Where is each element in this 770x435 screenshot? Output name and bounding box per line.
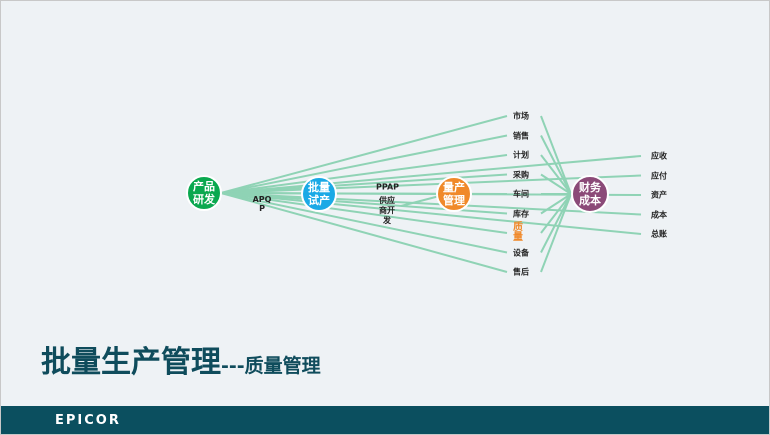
left-item: 库存 (513, 209, 529, 218)
connector-line (540, 193, 572, 273)
connector-line (220, 192, 642, 216)
connector-line (220, 192, 508, 254)
node-mass-production: 量产管理 (436, 176, 472, 212)
apqp-label: APQP (252, 195, 272, 213)
title-sub: ---质量管理 (221, 355, 321, 377)
connector-line (220, 192, 508, 234)
node-finance: 财务成本 (571, 175, 609, 213)
connector-line (540, 193, 572, 253)
page-title: 批量生产管理---质量管理 (41, 337, 321, 381)
right-item: 成本 (651, 210, 667, 219)
left-item: 采购 (513, 170, 529, 179)
footer-bar: EPICOR (1, 406, 769, 434)
left-item: 质量 (513, 222, 523, 243)
connector-line (220, 154, 508, 194)
right-item: 应收 (651, 151, 667, 161)
left-item: 设备 (513, 248, 529, 257)
connector-line (220, 174, 642, 194)
connector-line (540, 154, 572, 195)
left-item: 售后 (513, 267, 529, 277)
node-label: 批量试产 (308, 181, 330, 207)
node-label: 财务成本 (579, 181, 601, 207)
right-item: 总账 (651, 229, 667, 239)
connector-line (220, 134, 508, 194)
connector-line (540, 193, 572, 234)
connector-line (220, 155, 642, 194)
connector-line (220, 115, 508, 194)
node-product-rd: 产品研发 (186, 175, 222, 211)
ppap-label: PPAP (376, 182, 400, 192)
node-pilot: 批量试产 (301, 176, 337, 212)
connector-line (220, 192, 642, 235)
connector-line (220, 192, 508, 273)
right-item: 应付 (651, 171, 667, 180)
left-item: 车间 (513, 189, 529, 199)
epicor-logo: EPICOR (55, 413, 121, 428)
right-item: 资产 (651, 190, 667, 200)
connector-line (540, 135, 572, 195)
supplier-dev-label: 供应商开发 (379, 196, 395, 225)
left-item: 计划 (513, 150, 529, 160)
node-label: 量产管理 (443, 181, 465, 207)
left-item: 销售 (513, 131, 529, 140)
title-main: 批量生产管理 (41, 345, 221, 380)
left-item: 市场 (513, 111, 529, 121)
connector-line (540, 115, 572, 195)
node-label: 产品研发 (193, 180, 215, 206)
connector-line (540, 173, 572, 195)
